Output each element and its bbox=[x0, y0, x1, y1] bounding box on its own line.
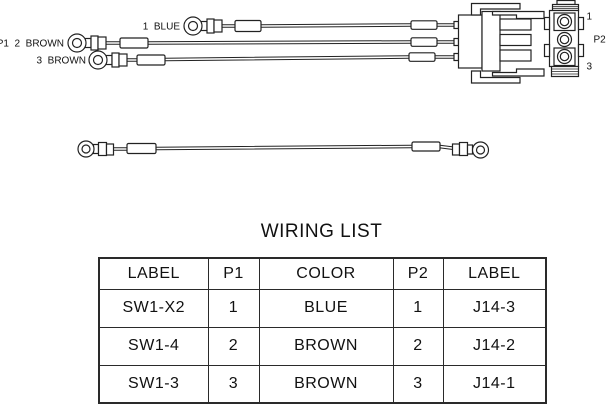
wire-segment bbox=[127, 58, 137, 62]
ring-terminal-icon bbox=[88, 50, 128, 70]
wire-segment bbox=[147, 40, 412, 45]
terminal-hole-2-inner bbox=[559, 34, 570, 45]
table-row: SW1-3 3 BROWN 3 J14-1 bbox=[98, 364, 547, 404]
jumper-wire-assembly bbox=[77, 140, 490, 159]
latch-bottom bbox=[470, 70, 521, 84]
face-side-tab-right bbox=[577, 43, 585, 58]
wiring-list-table: LABEL P1 COLOR P2 LABEL SW1-X2 1 BLUE 1 … bbox=[98, 257, 547, 404]
cell-p2-pin: 3 bbox=[392, 364, 444, 404]
connector-pin bbox=[499, 33, 532, 47]
cell-p1-pin: 2 bbox=[207, 326, 260, 366]
face-bottom-band-hatch bbox=[551, 68, 579, 75]
wire-segment bbox=[106, 41, 120, 45]
face-top-band bbox=[551, 3, 580, 12]
connector-face-view: 1 P2 3 bbox=[543, 0, 606, 78]
wire-assembly-2: P1 2 BROWN bbox=[0, 33, 459, 53]
wire-sleeve bbox=[136, 54, 166, 66]
wire-sleeve bbox=[411, 141, 441, 152]
ring-terminal-icon bbox=[67, 33, 107, 53]
cell-label-p1: SW1-4 bbox=[98, 326, 209, 366]
terminal-hole-3-inner bbox=[559, 51, 570, 62]
wire-2-label: P1 2 BROWN bbox=[0, 39, 64, 50]
face-side-tab-left bbox=[543, 43, 551, 58]
wire-sleeve bbox=[126, 142, 157, 155]
cell-color: BLUE bbox=[258, 288, 394, 328]
connector-pin bbox=[499, 49, 532, 62]
latch-top-arm bbox=[491, 10, 545, 20]
connector-pin1-label: 1 bbox=[587, 12, 593, 23]
terminal-hole-1-inner bbox=[559, 16, 570, 27]
wire-assembly-3: 3 BROWN bbox=[37, 50, 459, 70]
cell-label-p2: J14-1 bbox=[442, 364, 547, 404]
wire-sleeve bbox=[410, 37, 438, 47]
harness-drawing: 1 BLUE P1 2 BROWN bbox=[0, 0, 606, 159]
cell-color: BROWN bbox=[258, 326, 394, 366]
header-p1: P1 bbox=[207, 257, 260, 290]
wire-segment bbox=[260, 23, 412, 28]
header-label-p2-side: LABEL bbox=[442, 257, 547, 290]
ring-terminal-icon bbox=[77, 140, 115, 158]
wire-segment bbox=[222, 24, 235, 28]
cell-p2-pin: 1 bbox=[392, 288, 444, 328]
wire-sleeve bbox=[408, 52, 436, 62]
wire-segment bbox=[155, 144, 413, 151]
table-row: SW1-4 2 BROWN 2 J14-2 bbox=[98, 326, 547, 366]
wire-segment bbox=[113, 147, 127, 151]
cell-label-p1: SW1-X2 bbox=[98, 288, 209, 328]
cell-label-p2: J14-2 bbox=[442, 326, 547, 366]
cell-label-p1: SW1-3 bbox=[98, 364, 209, 404]
wire-segment bbox=[164, 55, 410, 62]
wire-segment bbox=[439, 144, 453, 150]
wire-3-label: 3 BROWN bbox=[37, 56, 86, 67]
connector-name-label: P2 bbox=[594, 35, 606, 46]
face-side-tab-left bbox=[543, 16, 551, 31]
connector-body-front bbox=[481, 10, 501, 72]
table-header-row: LABEL P1 COLOR P2 LABEL bbox=[98, 257, 547, 290]
connector-pin3-label: 3 bbox=[587, 62, 593, 73]
face-side-tab-right bbox=[577, 16, 585, 31]
cell-color: BROWN bbox=[258, 364, 394, 404]
wire-sleeve bbox=[410, 20, 438, 30]
ring-terminal-icon bbox=[183, 16, 223, 36]
face-top-band-hatch bbox=[552, 6, 579, 9]
connector-side-view bbox=[453, 2, 545, 84]
wiring-list-title: WIRING LIST bbox=[260, 221, 383, 242]
connector-pin bbox=[499, 18, 532, 31]
connector-body bbox=[457, 14, 483, 69]
cell-p1-pin: 3 bbox=[207, 364, 260, 404]
ring-terminal-icon bbox=[451, 141, 490, 159]
wire-entry-notch bbox=[453, 37, 460, 47]
table-row: SW1-X2 1 BLUE 1 J14-3 bbox=[98, 288, 547, 328]
cell-p1-pin: 1 bbox=[207, 288, 260, 328]
wire-sleeve bbox=[234, 19, 262, 33]
wire-entry-notch bbox=[453, 20, 460, 30]
header-p2: P2 bbox=[392, 257, 444, 290]
latch-top bbox=[470, 2, 521, 16]
latch-bottom-arm bbox=[491, 68, 545, 77]
cell-label-p2: J14-3 bbox=[442, 288, 547, 328]
cell-p2-pin: 2 bbox=[392, 326, 444, 366]
header-label-p1-side: LABEL bbox=[98, 257, 209, 290]
wire-sleeve bbox=[119, 37, 149, 49]
wire-entry-notch bbox=[453, 52, 460, 62]
wire-1-label: 1 BLUE bbox=[143, 22, 181, 33]
header-color: COLOR bbox=[258, 257, 394, 290]
wire-assembly-1: 1 BLUE bbox=[143, 16, 459, 36]
